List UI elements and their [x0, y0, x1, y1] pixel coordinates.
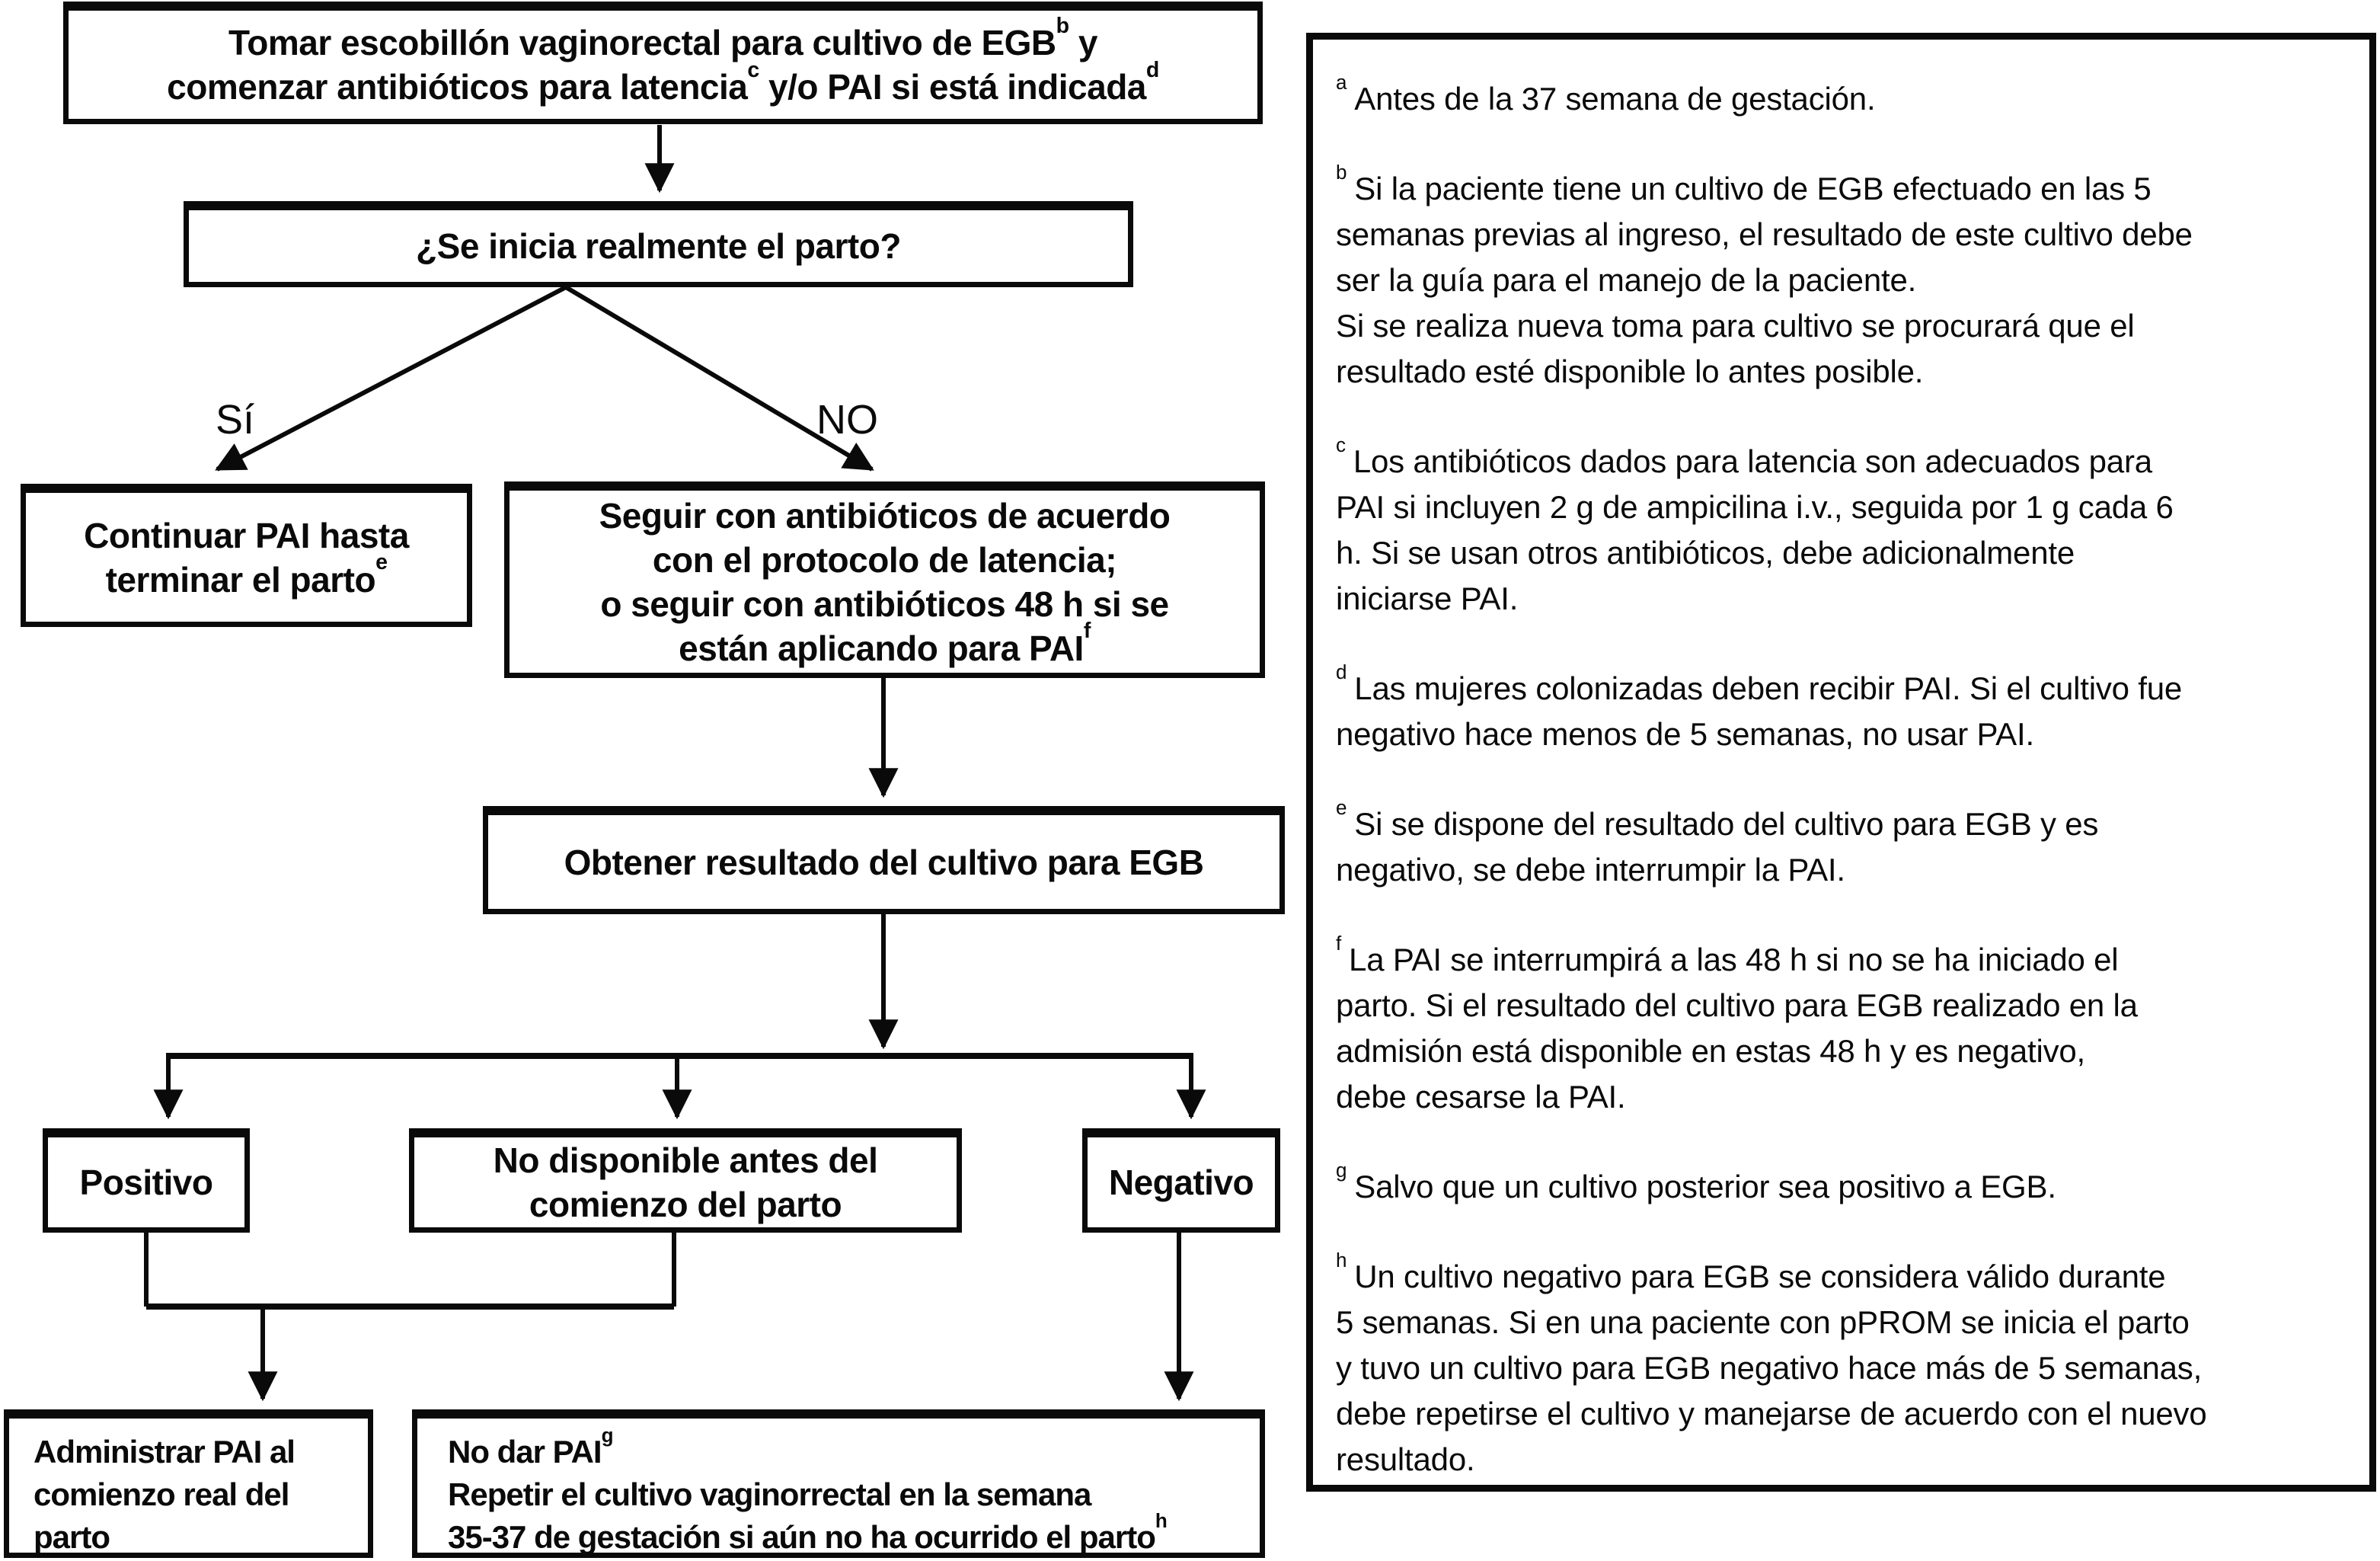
node-administer-pai: Administrar PAI al comienzo real del par… — [4, 1409, 373, 1558]
branch-label-no: NO — [816, 397, 878, 443]
footnote-a-marker: a — [1336, 71, 1347, 94]
node-question-labor: ¿Se inicia realmente el parto? — [184, 201, 1133, 287]
node-obtain-culture-result-text: Obtener resultado del cultivo para EGB — [564, 842, 1204, 882]
footnote-ref-f: f — [1083, 619, 1091, 644]
node-question-labor-text: ¿Se inicia realmente el parto? — [416, 226, 901, 266]
node-result-negative: Negativo — [1082, 1128, 1280, 1233]
footnote-ref-b: b — [1056, 13, 1069, 38]
footnote-g-marker: g — [1336, 1159, 1347, 1182]
footnote-ref-d: d — [1145, 57, 1159, 82]
footnote-ref-c: c — [747, 57, 759, 82]
node-continue-pai: Continuar PAI hasta terminar el partoe — [21, 484, 472, 627]
footnote-h-marker: h — [1336, 1249, 1347, 1272]
node-no-pai: No dar PAIg Repetir el cultivo vaginorre… — [412, 1409, 1265, 1558]
node-result-not-available: No disponible antes del comienzo del par… — [409, 1128, 962, 1233]
node-administer-pai-text: Administrar PAI al comienzo real del par… — [34, 1434, 296, 1555]
node-take-swab-line1: Tomar escobillón vaginorectal para culti… — [228, 13, 1097, 62]
node-continue-antibiotics: Seguir con antibióticos de acuerdo con e… — [504, 481, 1265, 678]
node-result-positive: Positivo — [43, 1128, 250, 1233]
footnote-ref-h: h — [1155, 1509, 1168, 1533]
footnote-d-marker: d — [1336, 661, 1347, 684]
node-obtain-culture-result: Obtener resultado del cultivo para EGB — [483, 806, 1285, 914]
footnote-f-marker: f — [1336, 932, 1342, 955]
footnote-b-marker: b — [1336, 161, 1347, 184]
footnote-ref-g: g — [601, 1424, 614, 1447]
node-take-swab: Tomar escobillón vaginorectal para culti… — [63, 2, 1263, 124]
footnote-ref-e: e — [375, 550, 388, 575]
footnote-c-marker: c — [1336, 433, 1346, 457]
footnote-e-marker: e — [1336, 796, 1347, 820]
node-take-swab-line2: comenzar antibióticos para latenciac y/o… — [167, 57, 1159, 107]
branch-label-yes: Sí — [216, 397, 255, 443]
